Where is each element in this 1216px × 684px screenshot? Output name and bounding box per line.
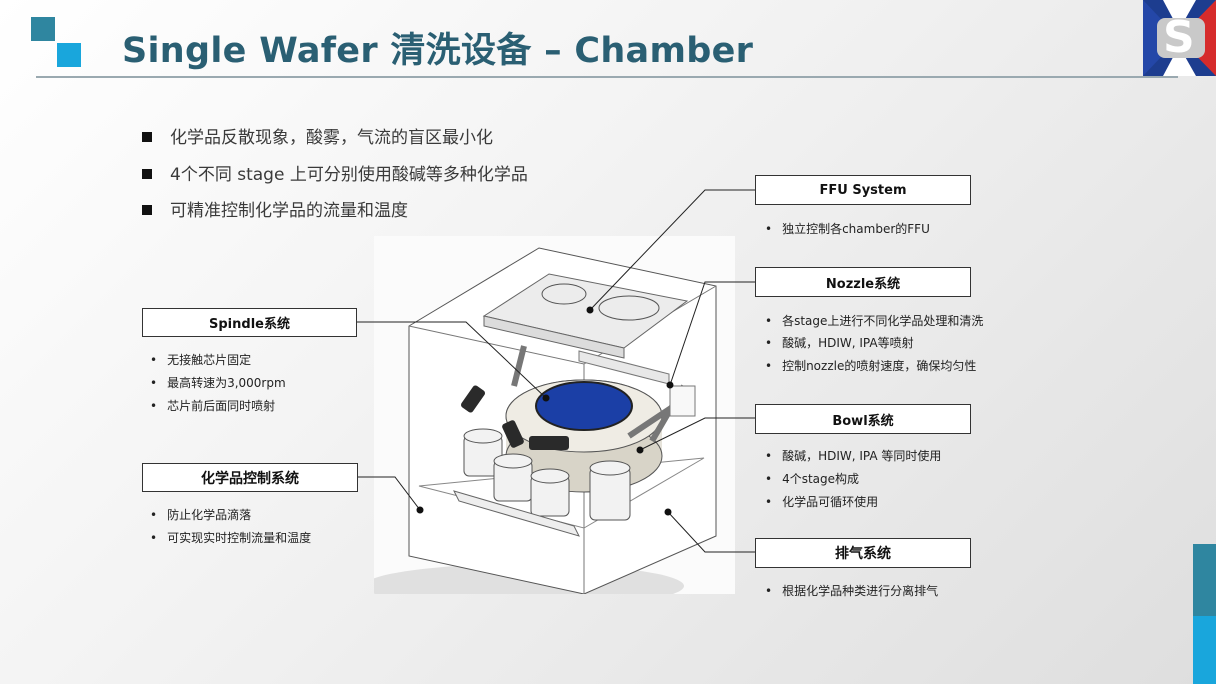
page-title: Single Wafer 清洗设备 – Chamber bbox=[122, 31, 754, 71]
exhaust-label: 排气系统 bbox=[755, 538, 971, 568]
nozzle-label: Nozzle系统 bbox=[755, 267, 971, 297]
spindle-item-1: •无接触芯片固定 bbox=[150, 353, 252, 367]
chemical-control-label: 化学品控制系统 bbox=[142, 463, 358, 492]
bullet-square-icon bbox=[142, 132, 152, 142]
bowl-label: Bowl系统 bbox=[755, 404, 971, 434]
ffu-item-1: •独立控制各chamber的FFU bbox=[765, 222, 930, 236]
chem-item-2: •可实现实时控制流量和温度 bbox=[150, 531, 312, 545]
spindle-item-3: •芯片前后面同时喷射 bbox=[150, 399, 276, 413]
spindle-label: Spindle系统 bbox=[142, 308, 357, 337]
nozzle-item-2: •酸碱，HDIW, IPA等喷射 bbox=[765, 336, 914, 350]
nozzle-item-1: •各stage上进行不同化学品处理和清洗 bbox=[765, 314, 984, 328]
exhaust-item-1: •根据化学品种类进行分离排气 bbox=[765, 584, 939, 598]
bullet-square-icon bbox=[142, 169, 152, 179]
corner-logo-squares bbox=[31, 17, 83, 67]
accent-bar-teal bbox=[1193, 544, 1216, 616]
accent-bar-blue bbox=[1193, 616, 1216, 684]
bullet-3: 可精准控制化学品的流量和温度 bbox=[142, 196, 408, 221]
bowl-item-3: •化学品可循环使用 bbox=[765, 495, 879, 509]
chem-item-1: •防止化学品滴落 bbox=[150, 508, 252, 522]
ffu-label: FFU System bbox=[755, 175, 971, 205]
bowl-item-1: •酸碱，HDIW, IPA 等同时使用 bbox=[765, 449, 942, 463]
bullet-square-icon bbox=[142, 205, 152, 215]
logo-letter: S bbox=[1163, 12, 1195, 63]
title-divider bbox=[36, 76, 1178, 78]
bowl-item-2: •4个stage构成 bbox=[765, 472, 860, 486]
bullet-2: 4个不同 stage 上可分别使用酸碱等多种化学品 bbox=[142, 160, 528, 185]
company-logo: S bbox=[1143, 0, 1216, 76]
bullet-1: 化学品反散现象，酸雾，气流的盲区最小化 bbox=[142, 123, 493, 148]
nozzle-item-3: •控制nozzle的喷射速度，确保均匀性 bbox=[765, 359, 977, 373]
spindle-item-2: •最高转速为3,000rpm bbox=[150, 376, 286, 390]
